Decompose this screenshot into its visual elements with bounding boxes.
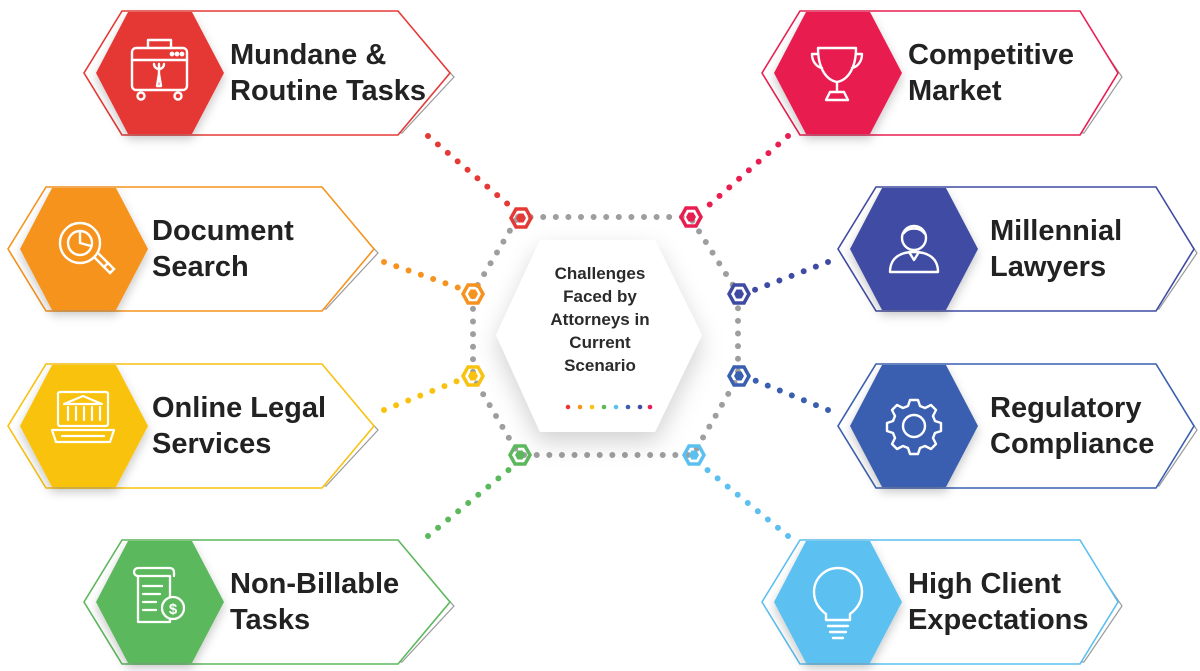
node-nonbillable xyxy=(507,444,533,466)
label-competitive-line-1: Competitive xyxy=(908,39,1074,71)
label-online-line-2: Services xyxy=(152,428,272,460)
card-nonbillable: $ xyxy=(83,539,455,665)
connector-competitive xyxy=(705,133,791,209)
center-hexagon xyxy=(496,240,702,432)
card-document-badge xyxy=(20,188,148,310)
grey-dotted-ring xyxy=(470,214,741,458)
node-highclient xyxy=(681,444,707,466)
label-document-line-2: Search xyxy=(152,251,249,283)
card-highclient xyxy=(761,539,1123,665)
label-millennial-line-2: Lawyers xyxy=(990,251,1107,283)
center-color-dots xyxy=(565,404,653,410)
label-nonbillable-line-1: Non-Billable xyxy=(230,568,400,600)
trophy-icon xyxy=(810,46,864,102)
gear-icon xyxy=(885,398,943,456)
connector-document xyxy=(381,259,468,293)
label-highclient-line-1: High Client xyxy=(908,568,1062,600)
connector-lines xyxy=(381,133,831,539)
label-nonbillable: Non-Billable Tasks xyxy=(230,566,399,638)
card-online xyxy=(7,363,379,489)
connector-millennial xyxy=(746,259,831,295)
card-document xyxy=(7,186,379,312)
node-millennial xyxy=(726,283,752,305)
center-title-line-4: Current xyxy=(569,333,631,352)
lightbulb-icon xyxy=(812,566,864,640)
ring-nodes xyxy=(460,206,752,466)
label-online: Online Legal Services xyxy=(152,390,326,462)
card-mundane xyxy=(83,10,455,136)
label-mundane-line-1: Mundane & xyxy=(230,39,387,71)
card-competitive-badge xyxy=(774,12,902,134)
label-competitive-line-2: Market xyxy=(908,75,1002,107)
person-icon xyxy=(888,224,940,274)
label-highclient-line-2: Expectations xyxy=(908,604,1089,636)
label-mundane: Mundane & Routine Tasks xyxy=(230,37,426,109)
label-regulatory-line-1: Regulatory xyxy=(990,392,1142,424)
connector-mundane xyxy=(425,133,513,209)
connector-highclient xyxy=(702,465,791,539)
node-online xyxy=(460,365,486,387)
connector-online xyxy=(381,375,468,413)
card-competitive xyxy=(761,10,1123,136)
label-nonbillable-line-2: Tasks xyxy=(230,604,311,636)
center-title-line-5: Scenario xyxy=(564,356,636,375)
label-online-line-1: Online Legal xyxy=(152,392,327,424)
label-regulatory: Regulatory Compliance xyxy=(990,390,1154,462)
label-document-line-1: Document xyxy=(152,215,294,247)
label-document: Document Search xyxy=(152,213,294,285)
node-document xyxy=(460,283,486,305)
label-highclient: High Client Expectations xyxy=(908,566,1089,638)
center-title-line-3: Attorneys in xyxy=(550,310,650,329)
center-title: Challenges Faced by Attorneys in Current… xyxy=(535,262,665,377)
connector-regulatory xyxy=(746,375,831,413)
card-regulatory-badge xyxy=(850,365,978,487)
label-millennial: Millennial Lawyers xyxy=(990,213,1122,285)
card-millennial xyxy=(837,186,1198,312)
invoice-dollar-icon: $ xyxy=(132,566,186,624)
card-nonbillable-badge xyxy=(96,541,224,663)
svg-text:$: $ xyxy=(169,601,178,618)
center-title-line-2: Faced by xyxy=(563,287,637,306)
node-competitive xyxy=(678,206,704,228)
label-regulatory-line-2: Compliance xyxy=(990,428,1155,460)
card-regulatory xyxy=(837,363,1198,489)
node-mundane xyxy=(508,207,534,229)
node-regulatory xyxy=(726,365,752,387)
label-competitive: Competitive Market xyxy=(908,37,1074,109)
document-search-icon xyxy=(58,221,116,275)
card-highclient-badge xyxy=(774,541,902,663)
courthouse-laptop-icon xyxy=(50,390,116,444)
label-millennial-line-1: Millennial xyxy=(990,215,1123,247)
center-title-line-1: Challenges xyxy=(554,264,646,283)
connector-nonbillable xyxy=(425,465,514,539)
toolbox-icon xyxy=(130,38,189,101)
label-mundane-line-2: Routine Tasks xyxy=(230,75,427,107)
